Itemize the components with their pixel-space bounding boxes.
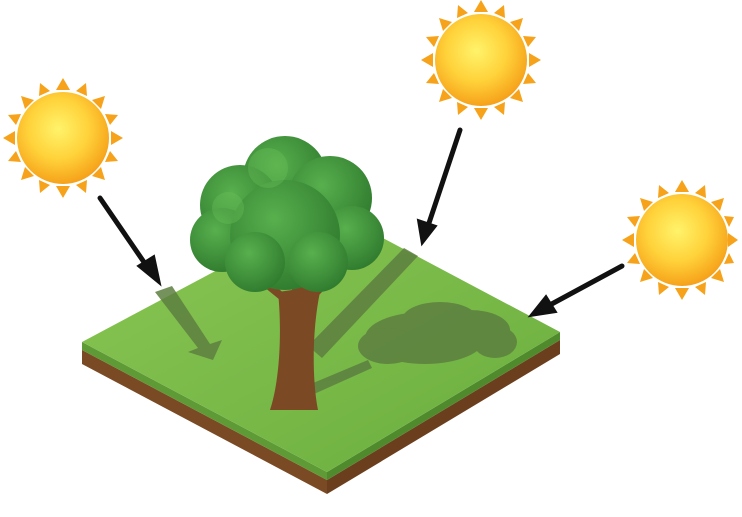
sun-top: [421, 0, 541, 120]
arrow-left-sun: [100, 198, 160, 284]
arrow-right-sun: [530, 266, 622, 316]
sun-icon: [421, 0, 541, 120]
sun-right: [622, 180, 738, 300]
arrow-top-sun: [418, 130, 460, 244]
sun-left: [3, 78, 123, 198]
sun-icon: [3, 78, 123, 198]
sun-icon: [622, 180, 738, 300]
